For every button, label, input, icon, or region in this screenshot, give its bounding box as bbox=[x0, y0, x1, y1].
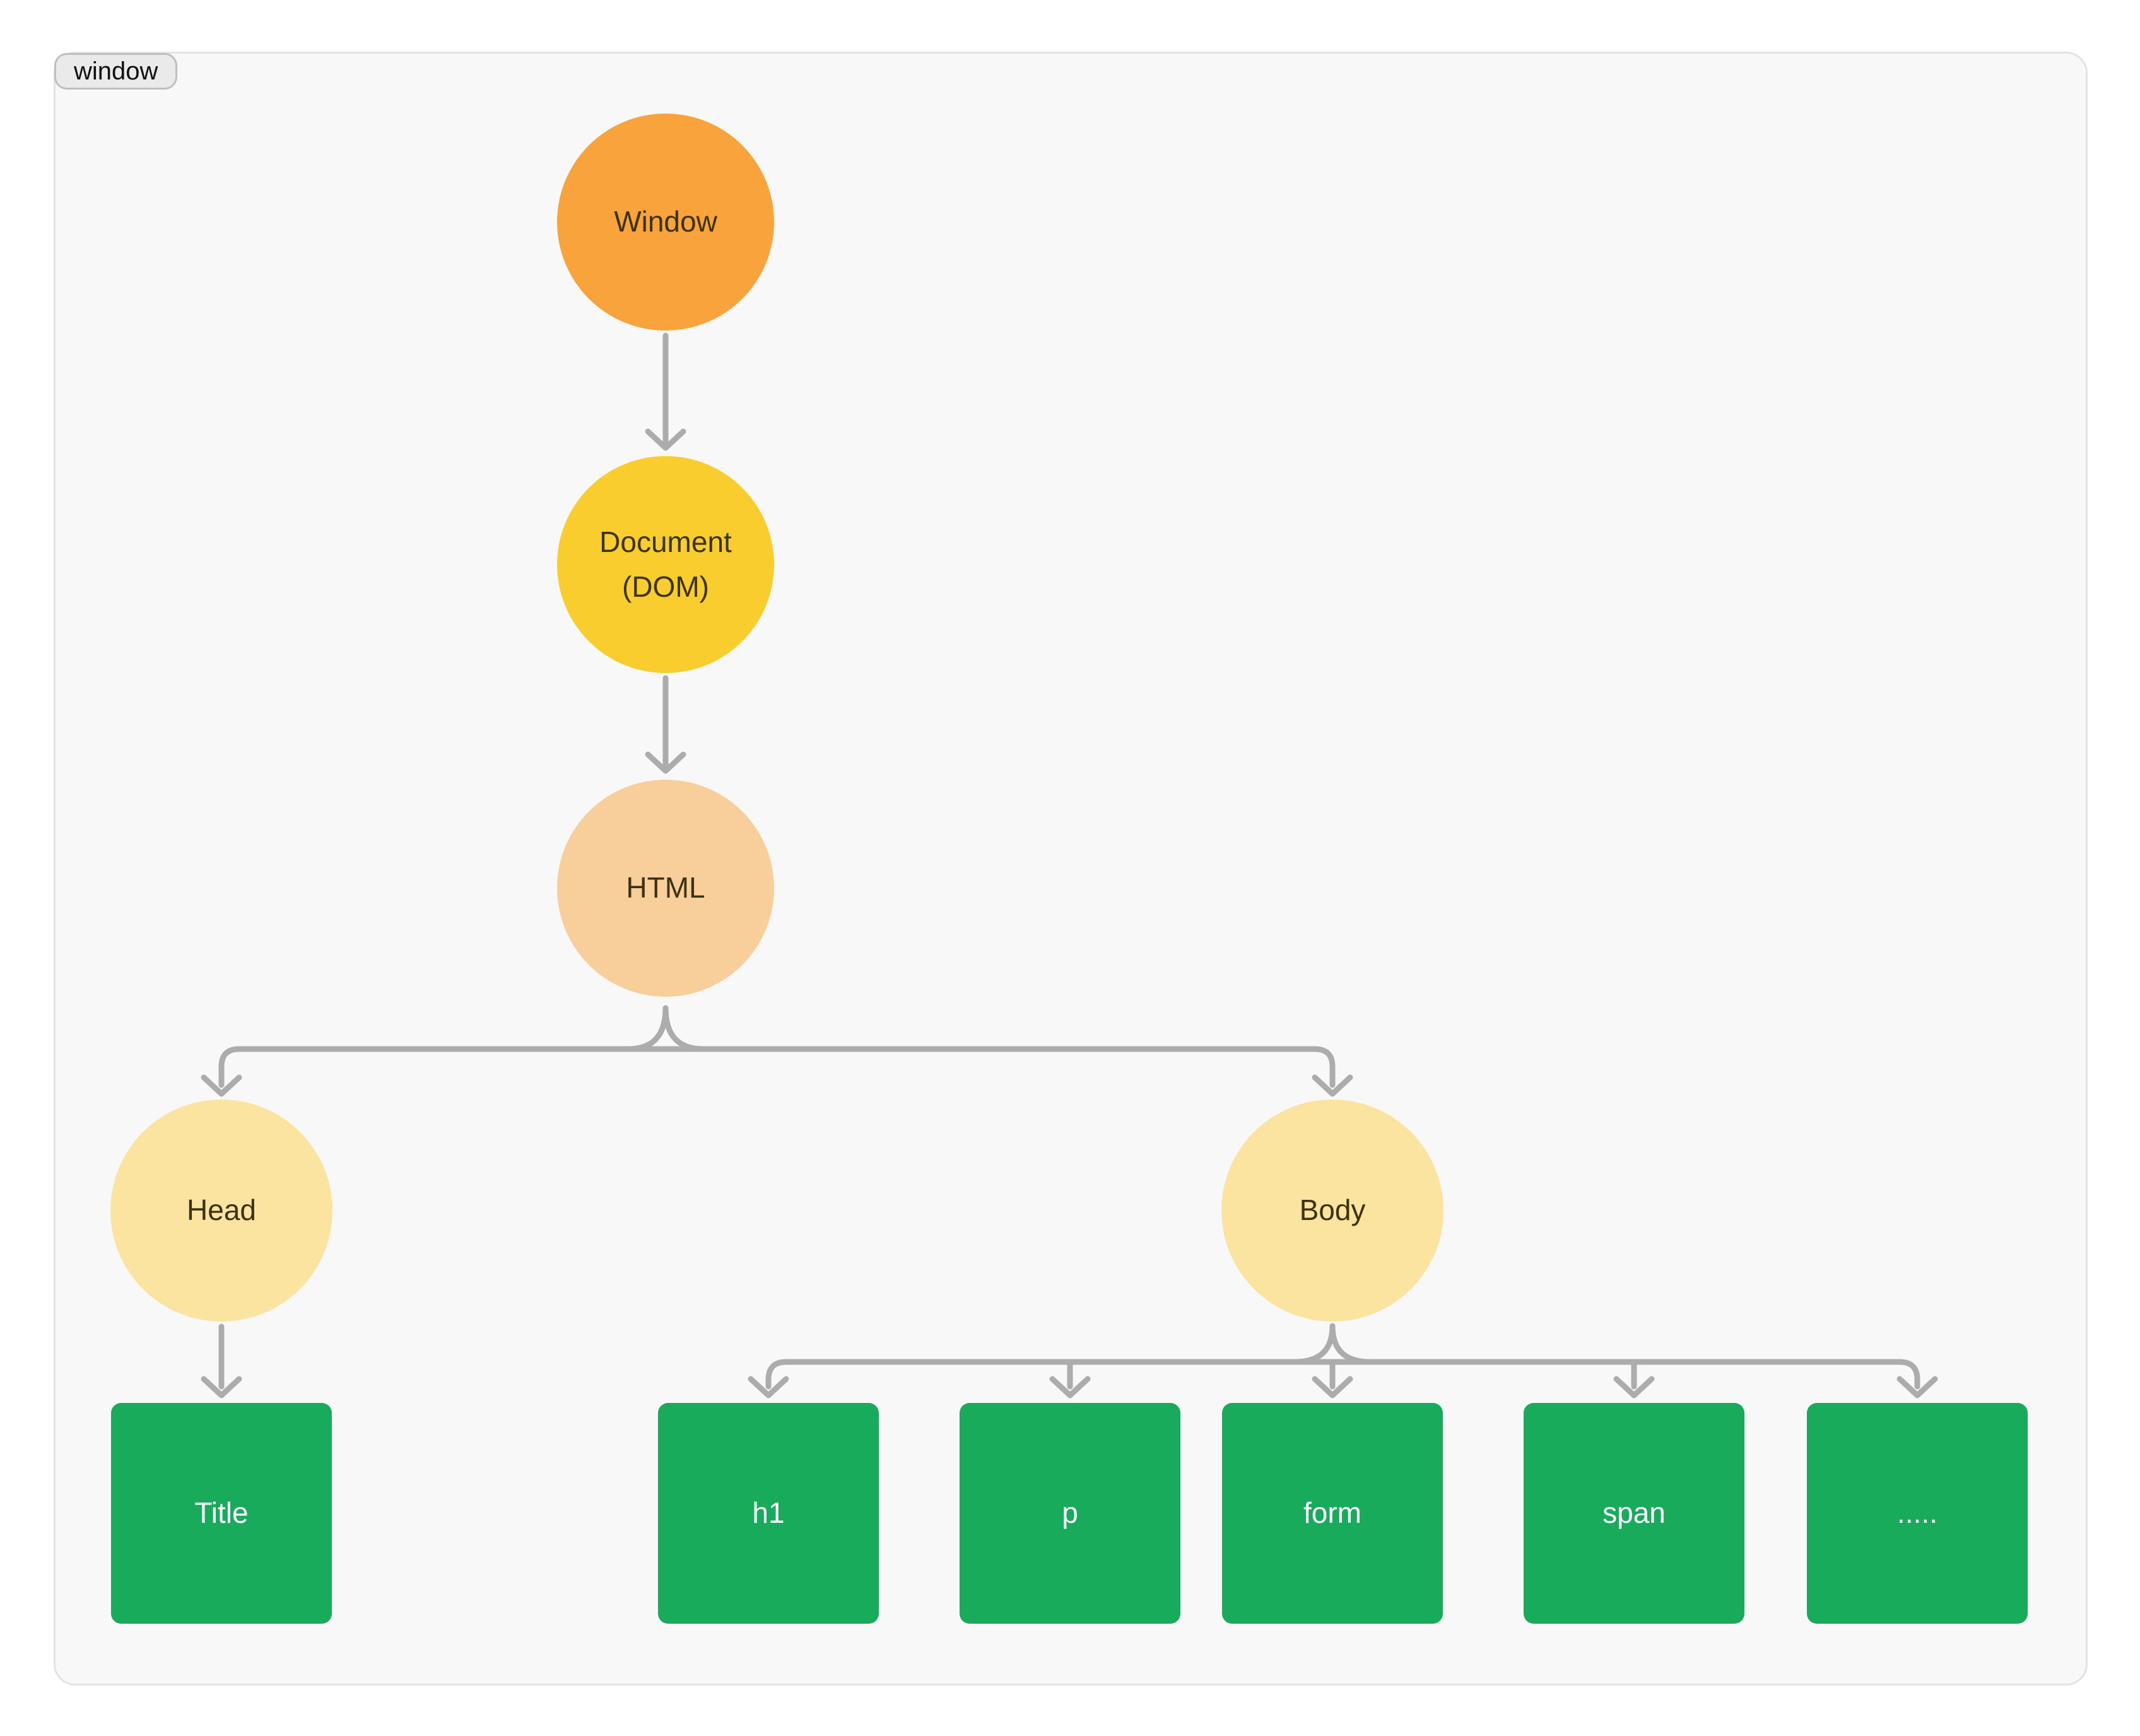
node-h1: h1 bbox=[658, 1403, 879, 1624]
node-window: Window bbox=[557, 114, 774, 331]
arrowhead-body-to-p bbox=[1049, 1376, 1091, 1399]
node-title-label: Title bbox=[194, 1496, 249, 1530]
branch-html-stem bbox=[625, 1005, 707, 1052]
branch-body-to-more bbox=[1329, 1359, 1920, 1390]
window-group-badge: window bbox=[54, 53, 178, 90]
branch-body-to-h1 bbox=[765, 1359, 1336, 1390]
node-html: HTML bbox=[557, 780, 774, 997]
node-span: span bbox=[1524, 1403, 1744, 1624]
arrowhead-head-to-title bbox=[201, 1376, 242, 1399]
branch-body-stem bbox=[1291, 1323, 1373, 1365]
node-html-label: HTML bbox=[626, 871, 705, 905]
node-title: Title bbox=[111, 1403, 332, 1624]
node-form-label: form bbox=[1303, 1496, 1361, 1530]
node-head: Head bbox=[110, 1100, 332, 1322]
arrowhead-body-to-form bbox=[1312, 1376, 1353, 1399]
node-ellipsis: ..... bbox=[1807, 1403, 2028, 1624]
branch-html-to-head bbox=[218, 1046, 669, 1088]
node-document-line1: Document bbox=[599, 525, 732, 558]
window-group-badge-label: window bbox=[74, 57, 158, 85]
node-span-label: span bbox=[1602, 1496, 1666, 1530]
node-head-label: Head bbox=[187, 1194, 256, 1227]
arrowhead-body-to-h1 bbox=[748, 1376, 789, 1399]
branch-html-to-body bbox=[662, 1046, 1336, 1088]
node-p: p bbox=[960, 1403, 1180, 1624]
node-ellipsis-label: ..... bbox=[1897, 1496, 1937, 1530]
node-document-line2: (DOM) bbox=[622, 570, 709, 603]
arrowhead-html-to-body bbox=[1312, 1074, 1353, 1097]
node-body: Body bbox=[1221, 1100, 1443, 1322]
node-body-label: Body bbox=[1299, 1194, 1366, 1227]
arrowhead-window-to-document bbox=[645, 428, 686, 451]
node-form: form bbox=[1222, 1403, 1443, 1624]
arrowhead-body-to-more bbox=[1896, 1376, 1938, 1399]
arrowhead-body-to-span bbox=[1613, 1376, 1655, 1399]
node-p-label: p bbox=[1062, 1496, 1078, 1530]
node-window-label: Window bbox=[614, 205, 717, 238]
arrowhead-html-to-head bbox=[201, 1074, 242, 1097]
node-document-dom: Document (DOM) bbox=[557, 456, 774, 673]
node-document-dom-label: Document (DOM) bbox=[599, 520, 732, 610]
arrowhead-document-to-html bbox=[645, 751, 686, 774]
node-h1-label: h1 bbox=[752, 1496, 785, 1530]
